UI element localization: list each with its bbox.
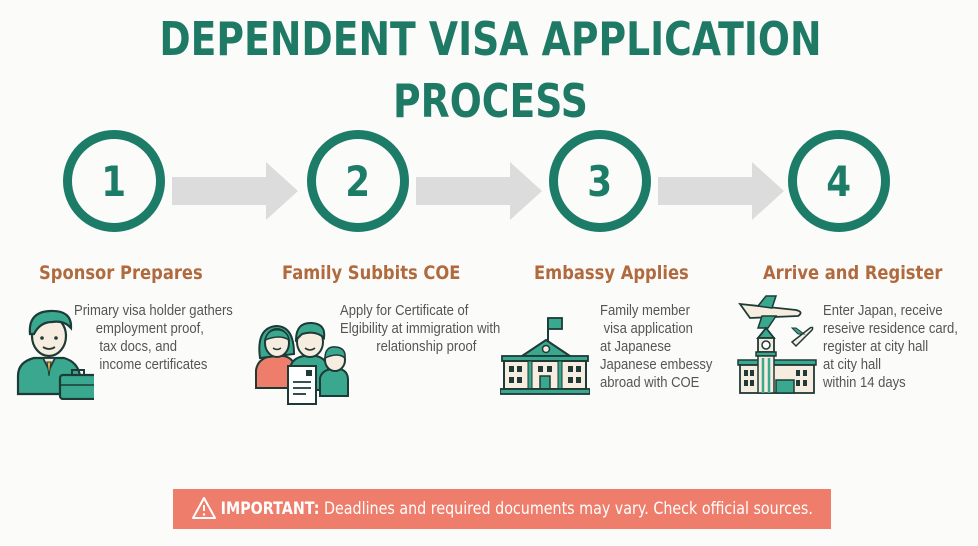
warning-icon (192, 497, 216, 519)
step-3-number: 3 (587, 156, 613, 206)
banner-message: Deadlines and required documents may var… (318, 499, 813, 519)
page-title: DEPENDENT VISA APPLICATION PROCESS (159, 12, 822, 128)
embassy-building-icon (500, 317, 590, 395)
step-1-title: Sponsor Prepares (39, 262, 203, 284)
step-3-title: Embassy Applies (534, 262, 689, 284)
banner-text: IMPORTANT: Deadlines and required docume… (192, 499, 813, 519)
arrow-right-icon (172, 162, 298, 220)
arrow-right-icon (658, 162, 784, 220)
step-2-circle: 2 (307, 130, 409, 232)
arrow-right-icon (416, 162, 542, 220)
step-2-number: 2 (345, 156, 371, 206)
banner-label: IMPORTANT: (220, 499, 319, 519)
step-2-description: Apply for Certificate of Elgibility at i… (340, 303, 501, 355)
step-1-circle: 1 (63, 130, 165, 232)
businessman-with-briefcase-icon (16, 309, 94, 400)
step-4-description: Enter Japan, receive reseive residence c… (823, 303, 958, 391)
step-4-number: 4 (826, 156, 852, 206)
step-3-description: Family member visa application at Japane… (600, 303, 713, 391)
step-1-description: Primary visa holder gathers employment p… (74, 303, 233, 373)
step-2-title: Family Subbits COE (282, 262, 461, 284)
step-1-number: 1 (101, 156, 127, 206)
step-3-circle: 3 (549, 130, 651, 232)
family-with-document-icon (255, 321, 349, 405)
step-4-title: Arrive and Register (763, 262, 943, 284)
airplane-city-hall-icon (737, 295, 817, 394)
step-4-circle: 4 (788, 130, 890, 232)
important-notice-banner: IMPORTANT: Deadlines and required docume… (173, 489, 831, 529)
